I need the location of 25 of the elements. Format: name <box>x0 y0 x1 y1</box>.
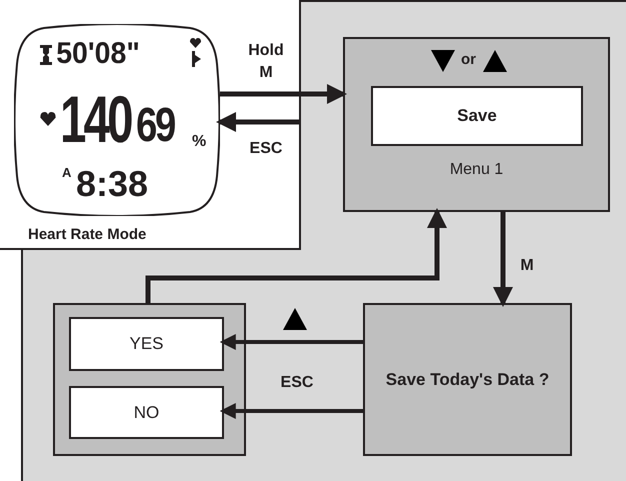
lcd-percent-value: 69 <box>136 102 174 150</box>
arrow <box>216 112 300 132</box>
option-box: NO <box>69 386 224 439</box>
arrow <box>220 334 363 350</box>
mode-caption: Heart Rate Mode <box>28 227 146 242</box>
prompt-box: Save Today's Data ? <box>363 303 572 456</box>
arrow <box>146 208 447 303</box>
menu-title: Menu 1 <box>448 162 504 178</box>
edge-label: ESC <box>280 373 314 393</box>
lcd-unit: % <box>192 134 206 150</box>
edge-label: M <box>519 256 535 276</box>
arrow <box>220 403 363 419</box>
lcd-heart-rate: 140 <box>60 86 131 152</box>
menu-hint: or <box>461 52 476 67</box>
arrow <box>220 84 347 104</box>
option-box: YES <box>69 317 224 371</box>
arrow <box>493 212 513 307</box>
menu-panel <box>343 37 610 212</box>
option-panel <box>53 303 246 456</box>
option-box: Save <box>371 86 583 146</box>
lcd-alarm-mark: A <box>62 166 72 179</box>
lcd-time: 50'08" <box>56 39 140 69</box>
edge-label: Hold M <box>247 41 285 83</box>
edge-label: ESC <box>248 139 284 159</box>
lcd-clock: 8:38 <box>76 166 148 202</box>
